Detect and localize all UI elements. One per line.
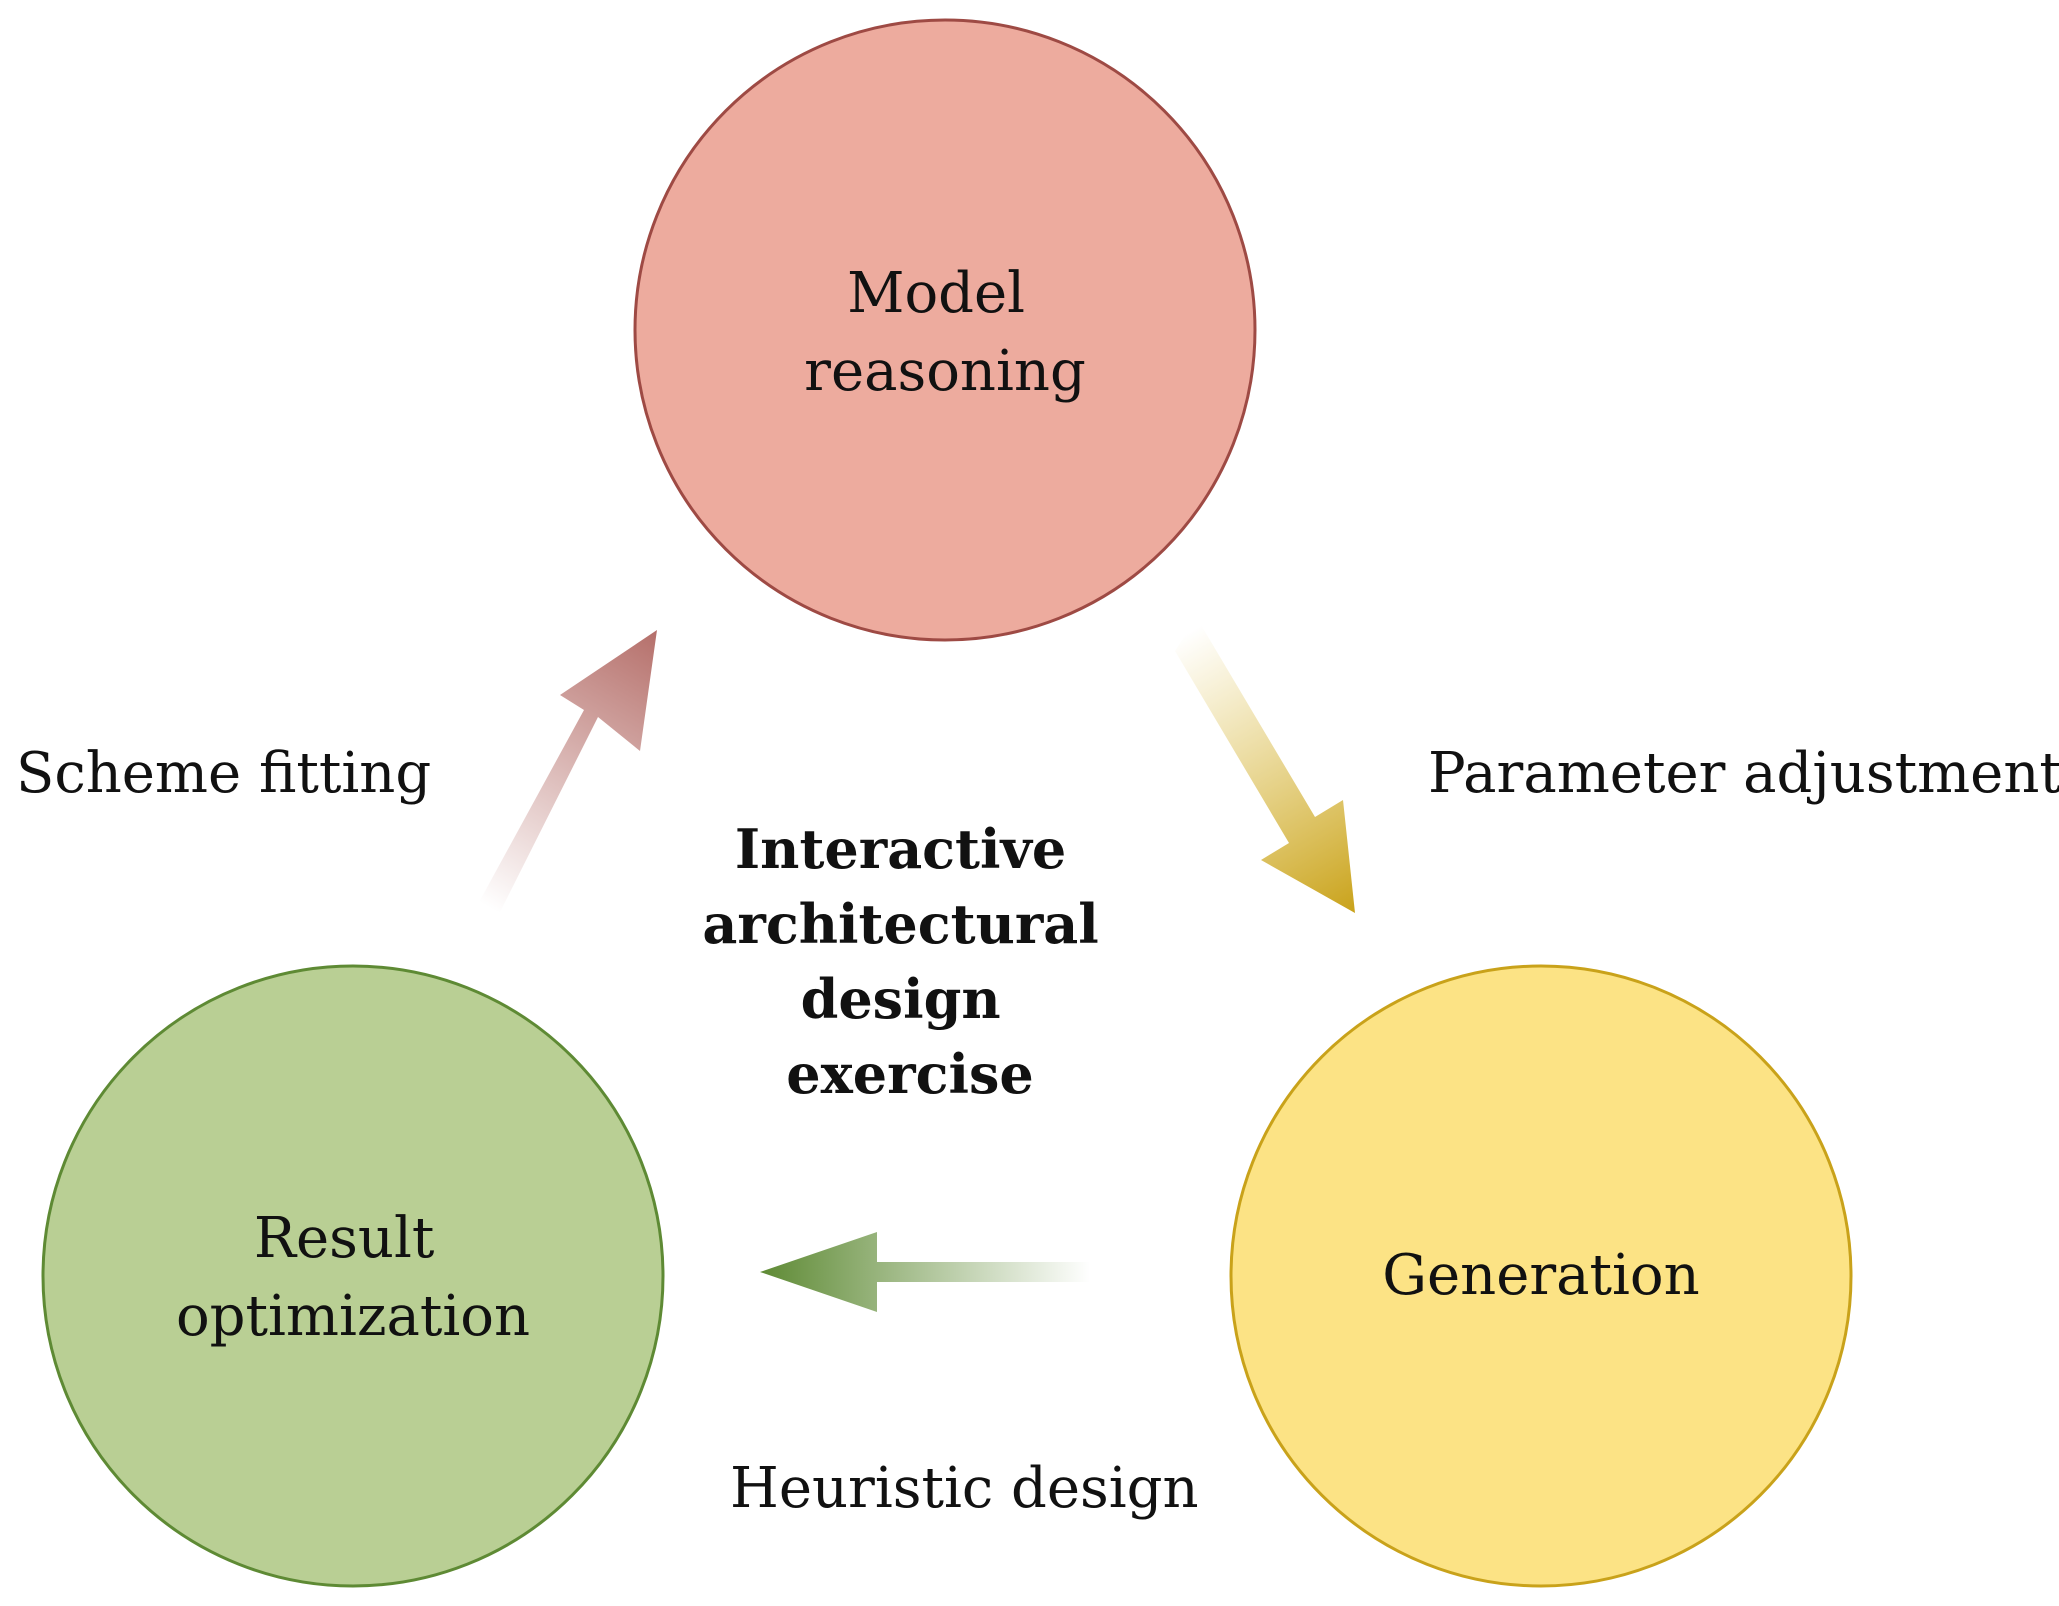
edge-label-heuristic-design: Heuristic design xyxy=(730,1456,1199,1521)
edge-label-scheme-fitting: Scheme fitting xyxy=(16,741,431,806)
arrow-parameter-adjustment xyxy=(1175,625,1355,913)
node-model-reasoning xyxy=(633,18,1257,642)
edge-label-parameter-adjustment: Parameter adjustment xyxy=(1428,741,2059,806)
node-label-result-optimization: Result optimization xyxy=(176,1206,530,1349)
center-label: Interactive architectural design exercis… xyxy=(702,817,1117,1106)
node-generation xyxy=(1229,964,1853,1588)
arrow-heuristic-design xyxy=(760,1232,1090,1312)
arrow-scheme-fitting xyxy=(478,630,657,912)
node-result-optimization xyxy=(41,964,665,1588)
node-label-generation: Generation xyxy=(1382,1243,1699,1308)
node-label-model-reasoning: Model reasoning xyxy=(804,261,1086,404)
